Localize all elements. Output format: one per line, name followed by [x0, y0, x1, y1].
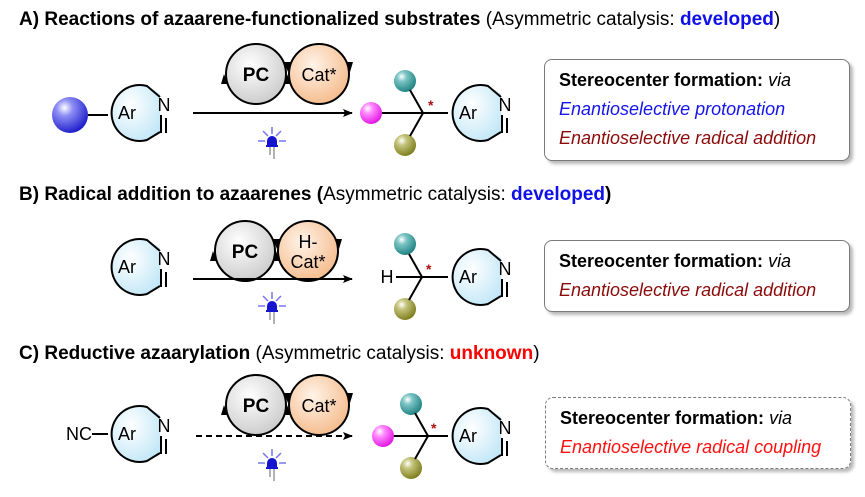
cycle-arrowhead-icon [221, 74, 228, 84]
olive-sphere-substituent [394, 298, 416, 320]
cycle-arrowhead-icon [346, 62, 353, 72]
h-cat-cycle: H- Cat* [273, 220, 342, 282]
h-prefix-label: H- [299, 232, 318, 252]
blue-sphere-substituent [52, 97, 88, 133]
cycle-arrowhead-icon [284, 393, 291, 403]
box-via: via [768, 251, 792, 271]
cycle-arrowhead-icon [273, 239, 280, 249]
magenta-sphere-substituent [360, 102, 382, 124]
ring-label: Ar [118, 257, 136, 277]
nitrogen-label: N [499, 418, 512, 438]
pc-cycle: PC [221, 374, 291, 436]
hydrogen-label: H [381, 267, 394, 287]
ring-label: Ar [118, 103, 136, 123]
led-light-icon [257, 291, 287, 325]
olive-sphere-substituent [400, 457, 422, 479]
box-via: via [769, 408, 793, 428]
azaarene-ring-substrate: Ar N [110, 405, 171, 463]
pc-cycle: PC [210, 220, 280, 282]
pc-cycle: PC [221, 43, 291, 105]
section-b-scheme: Ar N PC H- Cat* H * Ar N [110, 220, 512, 325]
mechanism-radical-addition: Enantioselective radical addition [559, 128, 817, 148]
box-title-line: Stereocenter formation: via [560, 404, 836, 433]
pc-label: PC [243, 65, 270, 86]
nitrogen-label: N [499, 259, 512, 279]
section-a-heading: A) Reactions of azaarene-functionalized … [19, 9, 780, 31]
magenta-sphere-substituent [372, 425, 394, 447]
pc-label: PC [243, 396, 270, 417]
box-via: via [768, 70, 792, 90]
azaarene-ring-product: Ar N [451, 84, 512, 142]
azaarene-ring-product: Ar N [451, 248, 512, 306]
teal-sphere-substituent [400, 393, 422, 415]
section-c-stereocenter-box: Stereocenter formation: via Enantioselec… [545, 397, 851, 469]
section-b-title: Radical addition to azaarenes ( [44, 184, 324, 205]
section-a-paren-close: ) [773, 9, 781, 30]
cycle-arrowhead-icon [335, 239, 342, 249]
cat-label: Cat* [301, 396, 336, 416]
cat-label: Cat* [290, 252, 325, 272]
azaarene-ring-substrate: Ar N [110, 238, 171, 296]
cycle-arrowhead-icon [284, 62, 291, 72]
section-b-heading: B) Radical addition to azaarenes (Asymme… [19, 184, 611, 206]
nitrogen-label: N [499, 95, 512, 115]
section-a-letter: A) [19, 9, 40, 30]
section-c-scheme: NC Ar N PC Cat* * [66, 374, 512, 482]
box-title: Stereocenter formation: [559, 70, 764, 90]
mechanism-radical-coupling: Enantioselective radical coupling [560, 437, 822, 457]
section-c-heading: C) Reductive azaarylation (Asymmetric ca… [19, 343, 540, 365]
teal-sphere-substituent [394, 233, 416, 255]
cat-label: Cat* [301, 65, 336, 85]
nitrogen-label: N [158, 95, 171, 115]
section-c-paren: (Asymmetric catalysis: [250, 343, 450, 364]
olive-sphere-substituent [394, 134, 416, 156]
box-title: Stereocenter formation: [559, 251, 764, 271]
section-a-scheme: Ar N PC Cat* * Ar N [52, 43, 512, 160]
cycle-arrowhead-icon [273, 251, 280, 261]
stereocenter-mark: * [431, 420, 437, 436]
mechanism-radical-addition: Enantioselective radical addition [559, 280, 817, 300]
cycle-arrowhead-icon [284, 74, 291, 84]
led-light-icon [257, 126, 287, 160]
stereocenter-mark: * [428, 97, 434, 113]
mechanism-protonation: Enantioselective protonation [559, 99, 786, 119]
box-title-line: Stereocenter formation: via [559, 247, 835, 276]
cycle-arrowhead-icon [221, 405, 228, 415]
section-b-letter: B) [19, 184, 40, 205]
nitrile-group-label: NC [66, 424, 92, 444]
section-c-paren-close: ) [533, 343, 540, 364]
cycle-arrowhead-icon [346, 393, 353, 403]
section-c-letter: C) [19, 343, 40, 364]
section-a-paren: (Asymmetric catalysis: [485, 9, 680, 30]
cycle-arrowhead-icon [284, 405, 291, 415]
cycle-arrowhead-icon [210, 251, 217, 261]
ring-label: Ar [459, 267, 477, 287]
ring-label: Ar [459, 103, 477, 123]
nitrogen-label: N [158, 249, 171, 269]
pc-label: PC [232, 242, 259, 263]
section-a-stereocenter-box: Stereocenter formation: via Enantioselec… [544, 59, 850, 161]
section-c-status: unknown [449, 343, 534, 364]
cat-cycle: Cat* [284, 43, 353, 105]
section-b-paren-close: ) [605, 184, 612, 205]
section-b-paren: Asymmetric catalysis: [323, 184, 512, 205]
section-a-status: developed [679, 9, 774, 30]
ring-label: Ar [118, 424, 136, 444]
teal-sphere-substituent [394, 70, 416, 92]
azaarene-ring-product: Ar N [451, 407, 512, 465]
section-c-title: Reductive azaarylation [44, 343, 251, 364]
cat-cycle: Cat* [284, 374, 353, 436]
stereocenter-mark: * [426, 261, 432, 277]
nitrogen-label: N [158, 416, 171, 436]
led-light-icon [257, 448, 287, 482]
box-title-line: Stereocenter formation: via [559, 66, 835, 95]
section-b-stereocenter-box: Stereocenter formation: via Enantioselec… [544, 240, 850, 312]
azaarene-ring-substrate: Ar N [110, 84, 171, 142]
section-b-status: developed [511, 184, 605, 205]
section-a-title: Reactions of azaarene-functionalized sub… [44, 9, 481, 30]
box-title: Stereocenter formation: [560, 408, 765, 428]
ring-label: Ar [459, 426, 477, 446]
